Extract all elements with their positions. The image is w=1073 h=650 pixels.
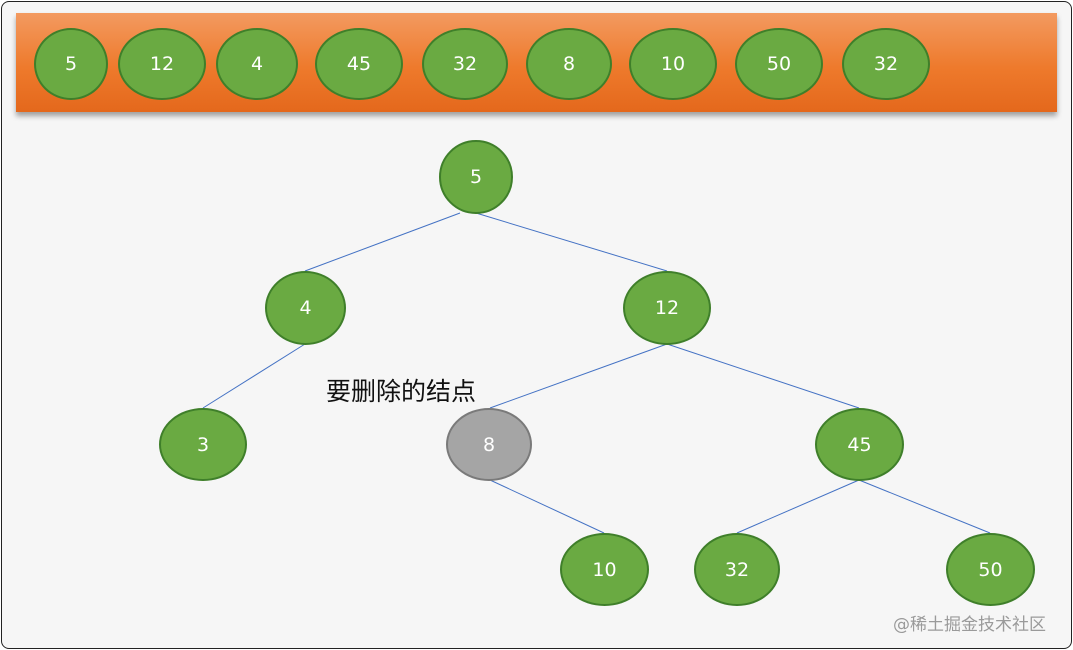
array-item: 10 [629,28,717,100]
tree-edge [858,479,991,534]
tree-edge [489,343,668,409]
watermark: @稀土掘金技术社区 [893,615,1046,635]
tree-node-8-deleted: 8 [446,408,532,481]
tree-node-4: 4 [265,271,346,345]
array-item: 5 [34,28,108,100]
delete-node-annotation: 要删除的结点 [326,377,477,406]
array-item: 8 [526,28,612,100]
tree-node-root: 5 [439,140,513,214]
tree-node-12: 12 [623,271,711,345]
tree-edge [736,479,860,534]
array-item: 12 [118,28,206,100]
array-item: 4 [216,28,298,100]
array-item: 50 [735,28,823,100]
array-item: 45 [315,28,403,100]
tree-edge [666,343,860,409]
array-item: 32 [422,28,508,100]
tree-node-45: 45 [815,408,904,481]
array-item: 32 [842,28,930,100]
tree-node-32: 32 [694,533,780,606]
tree-edge [489,479,605,534]
tree-node-50: 50 [946,533,1035,606]
tree-node-10: 10 [560,533,649,606]
tree-node-3: 3 [159,408,247,481]
tree-edge [475,212,668,272]
tree-edge [304,212,461,272]
tree-edge [202,343,306,409]
